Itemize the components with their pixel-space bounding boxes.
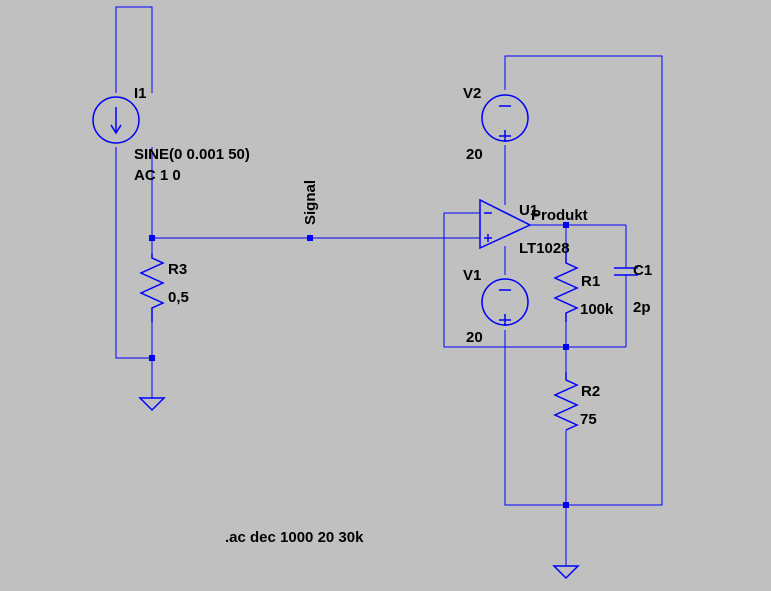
i1-name: I1 [134, 85, 147, 102]
v1-name: V1 [463, 267, 481, 284]
capacitor-c1[interactable] [614, 267, 638, 276]
junction-dot [563, 344, 569, 350]
wire-v2-top[interactable] [504, 55, 663, 506]
net-label-product: Produkt [531, 207, 588, 224]
opamp-u1[interactable] [479, 198, 532, 250]
junction-dot [149, 355, 155, 361]
net-label-signal: Signal [302, 180, 319, 225]
c1-value: 2p [633, 299, 651, 316]
c1-name: C1 [633, 262, 652, 279]
wire-v1-bottom[interactable] [504, 330, 566, 506]
junction-dot [307, 235, 313, 241]
resistor-r2[interactable] [553, 372, 579, 431]
resistor-r3[interactable] [139, 253, 165, 322]
r3-name: R3 [168, 261, 187, 278]
u1-model: LT1028 [519, 240, 570, 257]
i1-value-line1: SINE(0 0.001 50) [134, 146, 250, 163]
i1-value-line2: AC 1 0 [134, 167, 181, 184]
u1-name: U1 [519, 202, 538, 219]
resistor-r1[interactable] [553, 253, 579, 322]
junctions [149, 222, 569, 508]
voltage-source-v2[interactable] [481, 94, 529, 142]
spice-directive[interactable]: .ac dec 1000 20 30k [225, 529, 364, 546]
r1-name: R1 [581, 273, 600, 290]
voltage-source-v1[interactable] [481, 278, 529, 326]
ground-symbol-right [552, 565, 580, 580]
v1-value: 20 [466, 329, 483, 346]
current-source-i1[interactable] [92, 96, 140, 144]
r1-value: 100k [580, 301, 614, 318]
wire-i1-loop[interactable] [115, 6, 153, 93]
r3-value: 0,5 [168, 289, 189, 306]
wire-i1-return[interactable] [115, 147, 152, 359]
v2-value: 20 [466, 146, 483, 163]
r2-value: 75 [580, 411, 597, 428]
ground-symbol-left [138, 397, 166, 412]
junction-dot [149, 235, 155, 241]
v2-name: V2 [463, 85, 481, 102]
junction-dot [563, 222, 569, 228]
r2-name: R2 [581, 383, 600, 400]
wires [115, 6, 663, 566]
junction-dot [563, 502, 569, 508]
